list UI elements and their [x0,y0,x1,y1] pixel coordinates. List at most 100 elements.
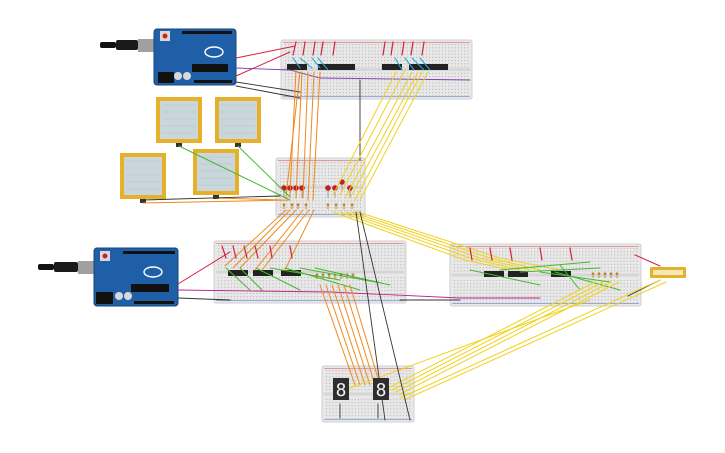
wire[interactable] [285,71,301,198]
resistor[interactable] [290,203,294,209]
resistor[interactable] [350,203,354,209]
wire[interactable] [284,209,315,271]
wire[interactable] [317,57,329,71]
wire[interactable] [349,299,591,389]
wire[interactable] [215,197,283,201]
wire[interactable] [269,245,273,259]
wire[interactable] [312,71,321,201]
wire[interactable] [284,267,361,291]
wire[interactable] [343,284,376,386]
wire[interactable] [225,267,251,291]
resistor[interactable] [296,203,300,209]
wire[interactable] [421,41,425,56]
wire[interactable] [255,267,301,291]
force-sensor-1[interactable] [156,97,202,147]
resistor[interactable] [282,203,286,209]
led-5[interactable] [325,185,331,198]
ic-chip[interactable] [409,64,429,70]
wire[interactable] [325,284,361,386]
wire[interactable] [307,71,315,201]
seven-segment-display-left[interactable]: 8 [333,378,349,401]
wire[interactable] [235,85,301,99]
wire[interactable] [399,279,661,399]
wire[interactable] [344,71,413,199]
arduino-uno-bottom[interactable] [38,247,179,307]
wire[interactable] [235,67,471,81]
wire[interactable] [312,41,316,56]
resistor[interactable] [304,203,308,209]
wire[interactable] [401,41,405,56]
resistor[interactable] [615,272,619,278]
wire[interactable] [634,254,661,267]
wire[interactable] [404,57,415,71]
wire[interactable] [295,71,303,199]
slide-potentiometer[interactable] [650,267,686,278]
wire[interactable] [569,247,573,261]
wire[interactable] [235,51,291,77]
resistor[interactable] [597,272,601,278]
resistor[interactable] [345,273,349,279]
wire[interactable] [331,284,366,386]
wire[interactable] [339,69,406,196]
wire[interactable] [332,211,511,271]
wire[interactable] [332,41,336,56]
wire[interactable] [235,45,296,59]
wire[interactable] [254,209,304,271]
wire[interactable] [292,41,297,56]
ic-chip[interactable] [281,270,301,276]
wire[interactable] [232,245,237,259]
wire[interactable] [354,71,423,201]
wire[interactable] [499,261,591,271]
wire[interactable] [403,281,667,401]
wire[interactable] [221,245,227,259]
wire[interactable] [509,247,513,261]
wire[interactable] [314,267,391,286]
wire[interactable] [232,209,291,269]
wire[interactable] [292,57,301,69]
wire[interactable] [390,41,394,56]
wire[interactable] [302,41,306,56]
resistor[interactable] [342,203,346,209]
wire[interactable] [410,41,414,56]
wire[interactable] [299,267,376,283]
force-sensor-3[interactable] [120,153,166,203]
wire[interactable] [349,71,419,199]
wire[interactable] [302,71,309,199]
wire[interactable] [419,57,431,71]
wire[interactable] [237,145,291,198]
wire[interactable] [399,281,620,395]
wire[interactable] [177,297,231,301]
ic-chip[interactable] [484,271,504,277]
resistor[interactable] [351,273,355,279]
wire[interactable] [239,267,263,291]
wire[interactable] [519,267,601,273]
wire[interactable] [177,251,231,285]
force-sensor-2[interactable] [215,97,261,147]
wire[interactable] [382,41,386,56]
ic-chip[interactable] [382,64,402,70]
wire[interactable] [469,269,541,286]
resistor[interactable] [327,273,331,279]
wire[interactable] [332,71,397,196]
resistor[interactable] [591,272,595,278]
ic-chip[interactable] [318,64,338,70]
wire[interactable] [177,289,541,299]
wire[interactable] [142,199,291,204]
wire[interactable] [539,247,543,261]
wire[interactable] [254,245,259,259]
wire[interactable] [261,209,310,271]
ic-chip[interactable] [228,270,248,276]
ic-chip[interactable] [287,64,307,70]
ic-chip[interactable] [335,64,355,70]
ic-chip[interactable] [508,271,528,277]
wire[interactable] [391,281,604,391]
resistor[interactable] [609,272,613,278]
seven-segment-display-right[interactable]: 8 [373,378,389,401]
ic-chip[interactable] [253,270,273,276]
wire[interactable] [337,284,371,386]
wire[interactable] [345,211,531,271]
wire[interactable] [559,264,581,291]
wire[interactable] [359,211,411,421]
wire[interactable] [178,145,291,201]
